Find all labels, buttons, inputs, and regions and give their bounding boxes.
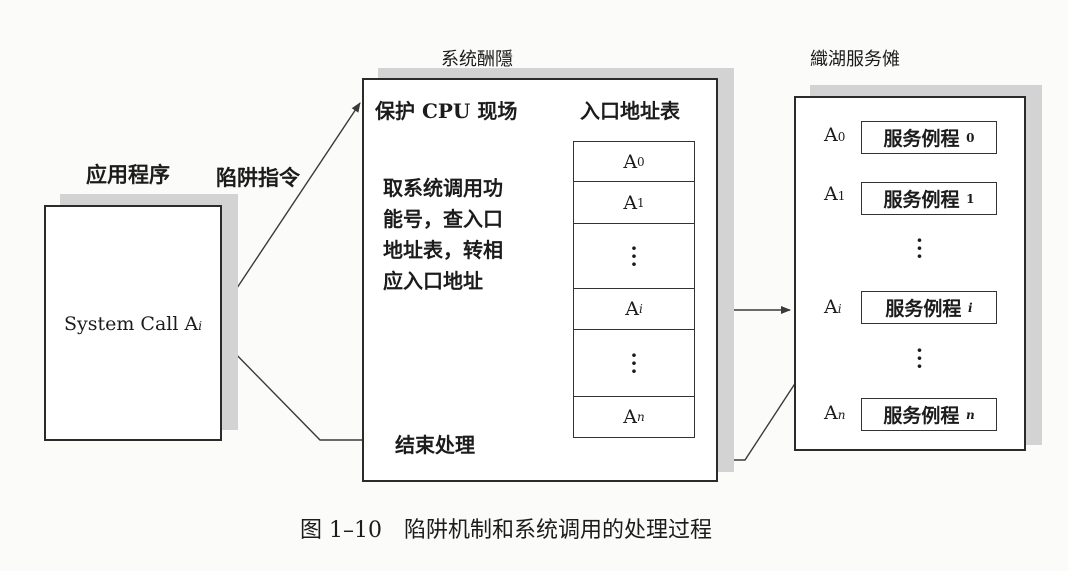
table-entry-ellipsis: ··· (573, 223, 695, 289)
service-routine: 服务例程 0 (861, 121, 997, 154)
service-ellipsis: ··· (916, 228, 923, 268)
trap-arrow (220, 102, 361, 313)
fetch-line-4: 应入口地址 (383, 269, 483, 293)
service-routine-box (794, 96, 1026, 451)
save-cpu-text: 保护 CPU 现场 (375, 99, 518, 123)
service-ellipsis: ··· (916, 338, 923, 378)
top-center-label: 系统酬隱_ (441, 49, 522, 70)
application-box: System Call Ai (44, 205, 222, 441)
app-label: 应用程序 (86, 162, 170, 187)
service-routine: 服务例程 1 (861, 182, 997, 215)
figure-caption: 图 1–10 陷阱机制和系统调用的处理过程 (300, 518, 712, 543)
fetch-line-2: 能号，查入口 (383, 207, 503, 231)
table-entry-ellipsis: ··· (573, 329, 695, 397)
entry-table-title: 入口地址表 (580, 99, 680, 123)
service-label: An (824, 402, 846, 424)
service-label: A0 (824, 124, 846, 146)
fetch-line-1: 取系统调用功 (383, 176, 503, 200)
trap-label: 陷阱指令 (216, 165, 300, 190)
top-right-label: 織湖服务傩 (810, 49, 900, 70)
service-label: Ai (824, 296, 842, 318)
service-routine: 服务例程 i (861, 291, 997, 324)
syscall-text: System Call Ai (64, 313, 203, 335)
service-label: A1 (824, 183, 846, 205)
end-process-text: 结束处理 (395, 433, 475, 457)
service-routine: 服务例程 n (861, 398, 997, 431)
fetch-line-3: 地址表，转相 (383, 238, 503, 262)
